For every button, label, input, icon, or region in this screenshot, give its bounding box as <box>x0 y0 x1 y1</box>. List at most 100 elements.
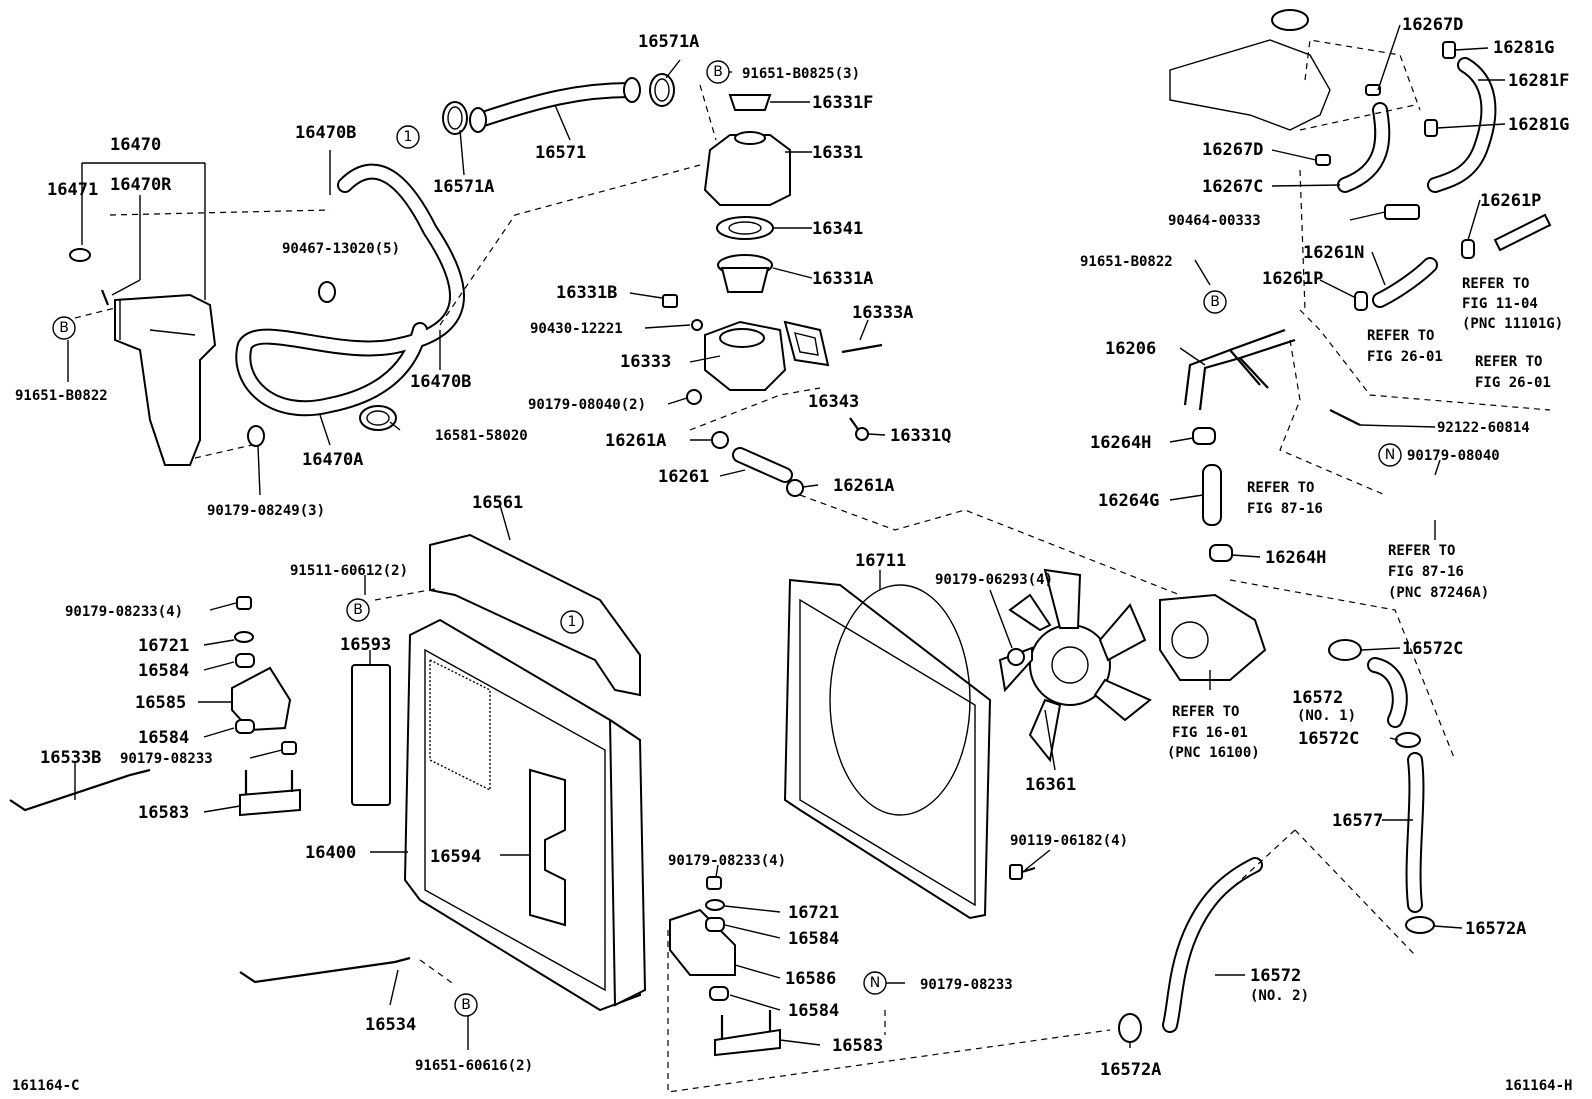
label-91651-B0822-right: 91651-B0822 <box>1080 254 1173 270</box>
clamp-16261A-left <box>711 431 729 449</box>
label-16533B: 16533B <box>40 748 101 768</box>
label-16341: 16341 <box>812 219 863 239</box>
clamp-16572A-right <box>1405 916 1435 934</box>
washer-90430 <box>691 319 703 331</box>
support-16583-b <box>714 1010 781 1057</box>
water-inlet-16333 <box>704 320 787 391</box>
label-16572-no2-sub: (NO. 2) <box>1250 988 1309 1004</box>
overflow-hose-16470A <box>235 163 465 417</box>
label-16264G: 16264G <box>1098 491 1159 511</box>
svg-text:FIG 26-01: FIG 26-01 <box>1367 349 1443 365</box>
marker-1-radiator: 1 <box>560 610 584 634</box>
reservoir-tank-16470 <box>69 248 217 466</box>
nut-90179-08040 <box>686 389 702 405</box>
refer-notes: REFER TO FIG 11-04 (PNC 11101G) REFER TO… <box>1167 276 1563 761</box>
marker-b-91651-B0822-right: B <box>1203 290 1227 314</box>
clamp-16264H-bottom <box>1209 544 1233 562</box>
label-90179-06293: 90179-06293(4) <box>935 572 1053 588</box>
bracket-16586 <box>669 908 736 976</box>
label-91651-B0822-left: 91651-B0822 <box>15 388 108 404</box>
label-90179-08233-a: 90179-08233 <box>120 751 213 767</box>
label-16267C: 16267C <box>1202 177 1263 197</box>
label-16471: 16471 <box>47 180 98 200</box>
label-16261P-top: 16261P <box>1480 191 1541 211</box>
refer-fig-11-04: REFER TO FIG 11-04 (PNC 11101G) <box>1462 276 1563 332</box>
svg-text:B: B <box>1210 294 1220 310</box>
svg-text:1: 1 <box>404 129 413 145</box>
label-16711: 16711 <box>855 551 906 571</box>
label-16333: 16333 <box>620 352 671 372</box>
label-16261A-right: 16261A <box>833 476 894 496</box>
cushion-16584-c <box>705 917 725 932</box>
hose-16264G <box>1202 464 1222 526</box>
bracket-90464 <box>1384 204 1420 220</box>
svg-text:1: 1 <box>568 614 577 630</box>
hose-clamp-16571A-top <box>649 73 675 107</box>
label-16572A-bottom: 16572A <box>1100 1060 1161 1080</box>
water-outlet-16331 <box>703 131 791 206</box>
hose-16572-no1 <box>1367 657 1408 728</box>
label-16343: 16343 <box>808 392 859 412</box>
baffle-16594 <box>529 768 566 927</box>
label-16331Q: 16331Q <box>890 426 951 446</box>
label-16721-b: 16721 <box>788 903 839 923</box>
bolt-16331Q <box>849 417 869 441</box>
label-90467-13020: 90467-13020(5) <box>282 241 400 257</box>
water-pump-ref <box>1159 593 1267 681</box>
diagram-code-left: 161164-C <box>12 1078 79 1094</box>
clamp-16581 <box>359 405 397 431</box>
cushion-16584-d <box>709 986 729 1001</box>
marker-1-upper-hose: 1 <box>396 125 420 149</box>
label-16206: 16206 <box>1105 339 1156 359</box>
gasket-16331F <box>728 94 772 111</box>
label-16577: 16577 <box>1332 811 1383 831</box>
clamp-16267D-top <box>1365 84 1381 96</box>
label-16572C-top: 16572C <box>1402 639 1463 659</box>
clamp-16261A-right <box>786 479 804 497</box>
stay-16533B <box>9 768 151 812</box>
hose-92122 <box>1329 409 1361 426</box>
label-16721-a: 16721 <box>138 636 189 656</box>
svg-text:B: B <box>353 602 363 618</box>
svg-text:(PNC 87246A): (PNC 87246A) <box>1388 585 1489 601</box>
hose-16572-no2 <box>1162 857 1263 1033</box>
clamp-16572A-bottom <box>1118 1013 1142 1043</box>
marker-n-90179-08040: N <box>1378 443 1402 467</box>
label-16361: 16361 <box>1025 775 1076 795</box>
svg-text:REFER TO: REFER TO <box>1462 276 1529 292</box>
label-16331B: 16331B <box>556 283 617 303</box>
label-91651-B0825: 91651-B0825(3) <box>742 66 860 82</box>
label-16572C-mid: 16572C <box>1298 729 1359 749</box>
thermostat-gasket-16341 <box>716 216 774 240</box>
label-90464-00333: 90464-00333 <box>1168 213 1261 229</box>
marker-b-91651-B0825: B <box>706 60 730 84</box>
label-16581-58020: 16581-58020 <box>435 428 528 444</box>
label-16572-no1: 16572 <box>1292 688 1343 708</box>
label-16264H-bottom: 16264H <box>1265 548 1326 568</box>
label-16400: 16400 <box>305 843 356 863</box>
label-90179-08040-2: 90179-08040(2) <box>528 397 646 413</box>
label-16470B-top: 16470B <box>295 123 356 143</box>
label-16331: 16331 <box>812 143 863 163</box>
clamp-16261P-mid <box>1354 291 1368 311</box>
marker-b-91651-60616: B <box>454 993 478 1017</box>
washer-16721-b <box>705 899 725 911</box>
label-91651-60616: 91651-60616(2) <box>415 1058 533 1074</box>
svg-text:N: N <box>1385 447 1395 463</box>
label-16470R: 16470R <box>110 175 172 195</box>
radiator-16400 <box>403 618 647 1012</box>
marker-n-90179-08233: N <box>863 971 887 995</box>
label-16586: 16586 <box>785 969 836 989</box>
pipe-16577 <box>1405 752 1425 913</box>
bypass-hose-16261 <box>732 447 793 483</box>
label-16470A: 16470A <box>302 450 363 470</box>
label-16583-a: 16583 <box>138 803 189 823</box>
nut-90179-08233-b <box>281 741 297 755</box>
clamp-16261P-top <box>1461 239 1475 259</box>
svg-text:FIG 16-01: FIG 16-01 <box>1172 725 1248 741</box>
svg-text:FIG 11-04: FIG 11-04 <box>1462 296 1538 312</box>
svg-text:FIG 87-16: FIG 87-16 <box>1388 564 1464 580</box>
label-90179-08233-4b: 90179-08233(4) <box>668 853 786 869</box>
svg-text:(PNC 11101G): (PNC 11101G) <box>1462 316 1563 332</box>
